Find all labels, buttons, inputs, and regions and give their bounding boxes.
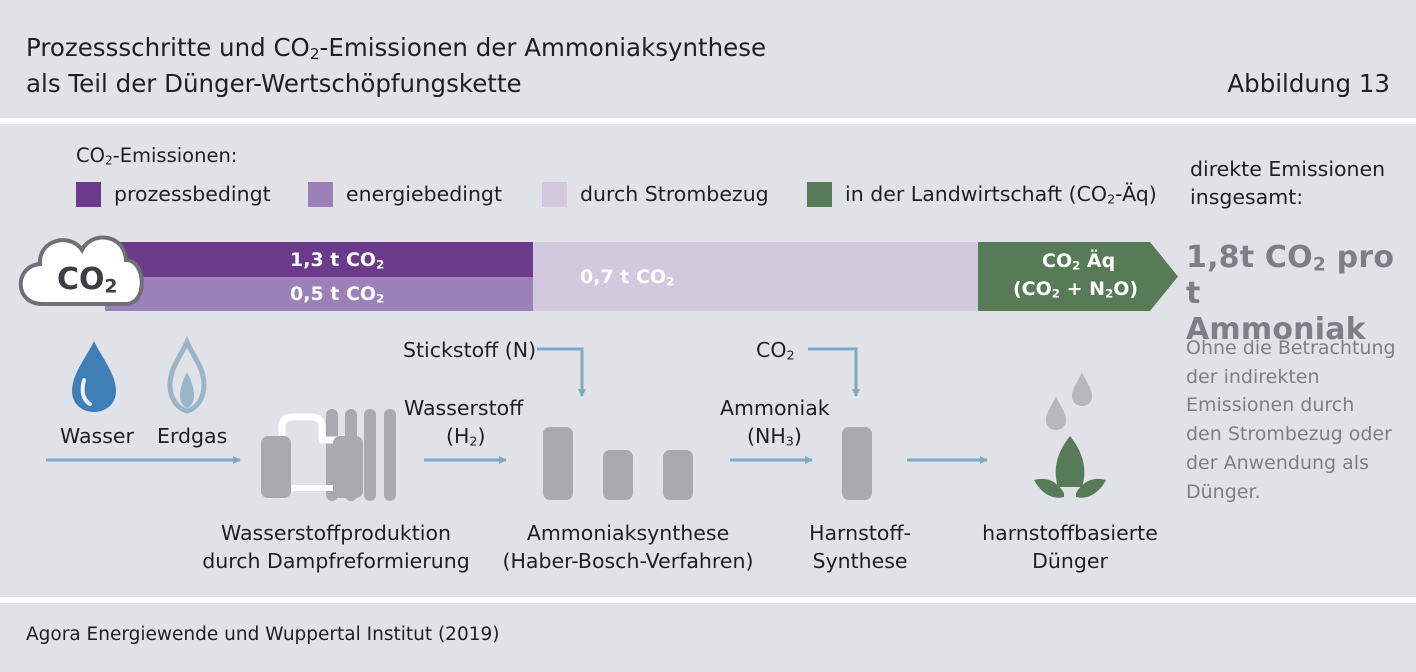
- bar-label-energy: 0,5 t CO2: [290, 283, 385, 306]
- flame-icon: [167, 335, 207, 414]
- legend-label-agriculture: in der Landwirtschaft (CO2-Äq): [845, 182, 1157, 207]
- divider-bottom: [0, 597, 1416, 603]
- direct-emissions-label: direkte Emissionen: [1190, 157, 1386, 181]
- legend-label-electricity: durch Strombezug: [580, 182, 769, 206]
- direct-emissions-label-2: insgesamt:: [1190, 185, 1304, 209]
- legend-item-electricity: durch Strombezug: [542, 180, 769, 208]
- label-water: Wasser: [60, 424, 134, 448]
- label-hydrogen-formula: (H2): [446, 424, 486, 449]
- label-nitrogen: Stickstoff (N): [403, 338, 537, 362]
- label-ammonia: Ammoniak: [720, 396, 830, 420]
- total-emissions: 1,8t CO2 pro t Ammoniak: [1186, 240, 1395, 347]
- bar-label-process: 1,3 t CO2: [290, 249, 385, 272]
- legend-swatch-energy: [308, 181, 333, 207]
- label-hydrogen: Wasserstoff: [404, 396, 524, 420]
- bar-electricity: [533, 242, 978, 311]
- tank-icon: [842, 427, 872, 500]
- legend-label-energy: energiebedingt: [346, 182, 502, 206]
- reformer-icon: [261, 409, 396, 501]
- bar-energy: [105, 277, 533, 311]
- legend-swatch-process: [76, 181, 101, 207]
- title-line-1: Prozessschritte und CO2-Emissionen der A…: [26, 33, 767, 64]
- legend-swatch-agriculture: [807, 181, 832, 207]
- bar-label-agriculture-2: (CO2 + N2O): [1013, 278, 1139, 301]
- co2-input-arrow: [808, 347, 860, 397]
- legend-heading: CO2-Emissionen:: [76, 144, 238, 168]
- legend-item-energy: energiebedingt: [308, 180, 502, 208]
- title-line-2: als Teil der Dünger-Wertschöpfungskette: [26, 69, 522, 98]
- source-note: Agora Energiewende und Wuppertal Institu…: [26, 624, 500, 645]
- note-text: Ohne die Betrachtung der indirekten Emis…: [1186, 337, 1396, 503]
- legend-item-process: prozessbedingt: [76, 180, 271, 208]
- bar-process: [105, 242, 533, 277]
- cloud-label: CO2: [57, 262, 118, 298]
- cloud-icon: [18, 235, 144, 306]
- bar-label-agriculture-1: CO2 Äq: [1042, 250, 1116, 273]
- label-ammonia-formula: (NH3): [747, 424, 802, 449]
- legend-item-agriculture: in der Landwirtschaft (CO2-Äq): [807, 180, 1157, 208]
- step-urea-synthesis: Harnstoff-Synthese: [809, 521, 911, 573]
- figure-number: Abbildung 13: [1227, 69, 1390, 98]
- bar-label-electricity: 0,7 t CO2: [580, 266, 675, 289]
- divider-top: [0, 118, 1416, 124]
- plant-icon: [1034, 372, 1106, 498]
- reactor-icon: [543, 427, 693, 500]
- legend-label-process: prozessbedingt: [114, 182, 271, 206]
- label-co2-input: CO2: [756, 338, 795, 363]
- water-drop-icon: [72, 341, 116, 412]
- label-gas: Erdgas: [157, 424, 228, 448]
- step-ammonia-synthesis: Ammoniaksynthese(Haber-Bosch-Verfahren): [502, 521, 754, 573]
- legend-swatch-electricity: [542, 181, 567, 207]
- nitrogen-arrow: [537, 347, 586, 397]
- bar-agriculture-arrow: [978, 242, 1178, 311]
